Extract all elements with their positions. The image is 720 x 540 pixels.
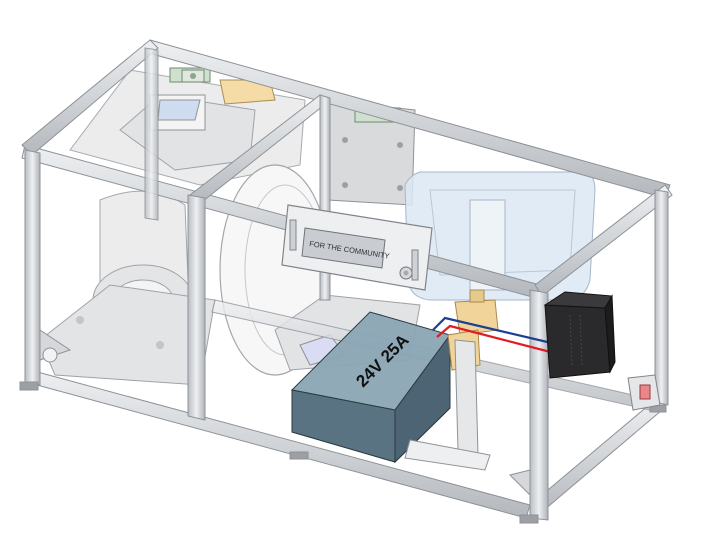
- frame-rail: [529, 399, 663, 517]
- cooling-fan-icon: [181, 69, 205, 83]
- wire-positive: [436, 324, 563, 357]
- support-bracket: [404, 339, 491, 471]
- lcd-screen: [301, 227, 386, 269]
- wiring: [432, 316, 563, 357]
- wire-negative: [432, 316, 561, 347]
- frame-post: [24, 149, 41, 386]
- frame-rail: [25, 369, 531, 519]
- rotary-knob-icon: [399, 266, 413, 280]
- power-switch-icon: [627, 374, 661, 411]
- left-base-plate: [39, 284, 216, 386]
- controller-box: [543, 291, 616, 379]
- lcd-panel: FOR THE COMMUNITY: [281, 204, 433, 291]
- frame-post: [654, 189, 669, 406]
- frame-post: [187, 194, 206, 421]
- frame-post: [144, 47, 159, 221]
- frame-post: [529, 289, 549, 521]
